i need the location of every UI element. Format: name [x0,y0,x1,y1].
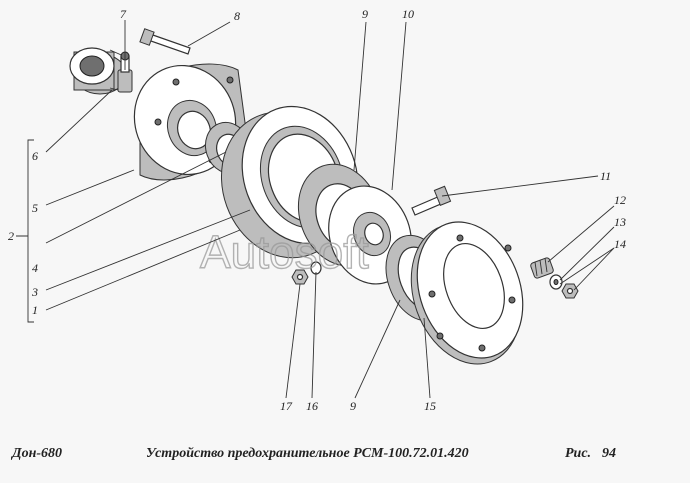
part-washer [549,274,563,290]
callout-16: 16 [306,399,318,413]
callout-14: 14 [614,237,626,251]
callout-9-top: 9 [362,7,368,21]
callout-5: 5 [32,201,38,215]
part-nut [561,283,579,299]
callout-17: 17 [280,399,293,413]
footer-left: Дон-680 [10,446,62,461]
figure-caption: Дон-680 Устройство предохранительное РСМ… [10,446,616,461]
watermark: Autosoft [200,226,369,278]
callout-15: 15 [424,399,436,413]
callout-11: 11 [600,169,611,183]
callout-4: 4 [32,261,38,275]
callout-9-bottom: 9 [350,399,356,413]
part-small-nut [291,269,309,285]
footer-fig-label: Рис. [565,446,591,461]
part-bolt-right [411,185,452,216]
callout-2: 2 [8,229,14,243]
group-bracket [16,139,34,323]
callout-8: 8 [234,9,240,23]
callout-6: 6 [32,149,38,163]
part-bushing [69,47,129,95]
footer-title: Устройство предохранительное РСМ-100.72.… [146,446,469,461]
callout-13: 13 [614,215,626,229]
callout-1: 1 [32,303,38,317]
leader-lines [45,20,615,399]
callout-7: 7 [120,7,127,21]
part-spring [530,257,554,279]
callout-3: 3 [31,285,38,299]
callout-12: 12 [614,193,626,207]
part-bolt-top [139,28,191,55]
callout-labels: 7 8 9 10 11 12 13 14 6 5 2 4 3 1 17 16 9… [8,7,626,413]
part-flange-plate [410,221,524,365]
footer-fig-number: 94 [602,446,616,461]
callout-10: 10 [402,7,414,21]
